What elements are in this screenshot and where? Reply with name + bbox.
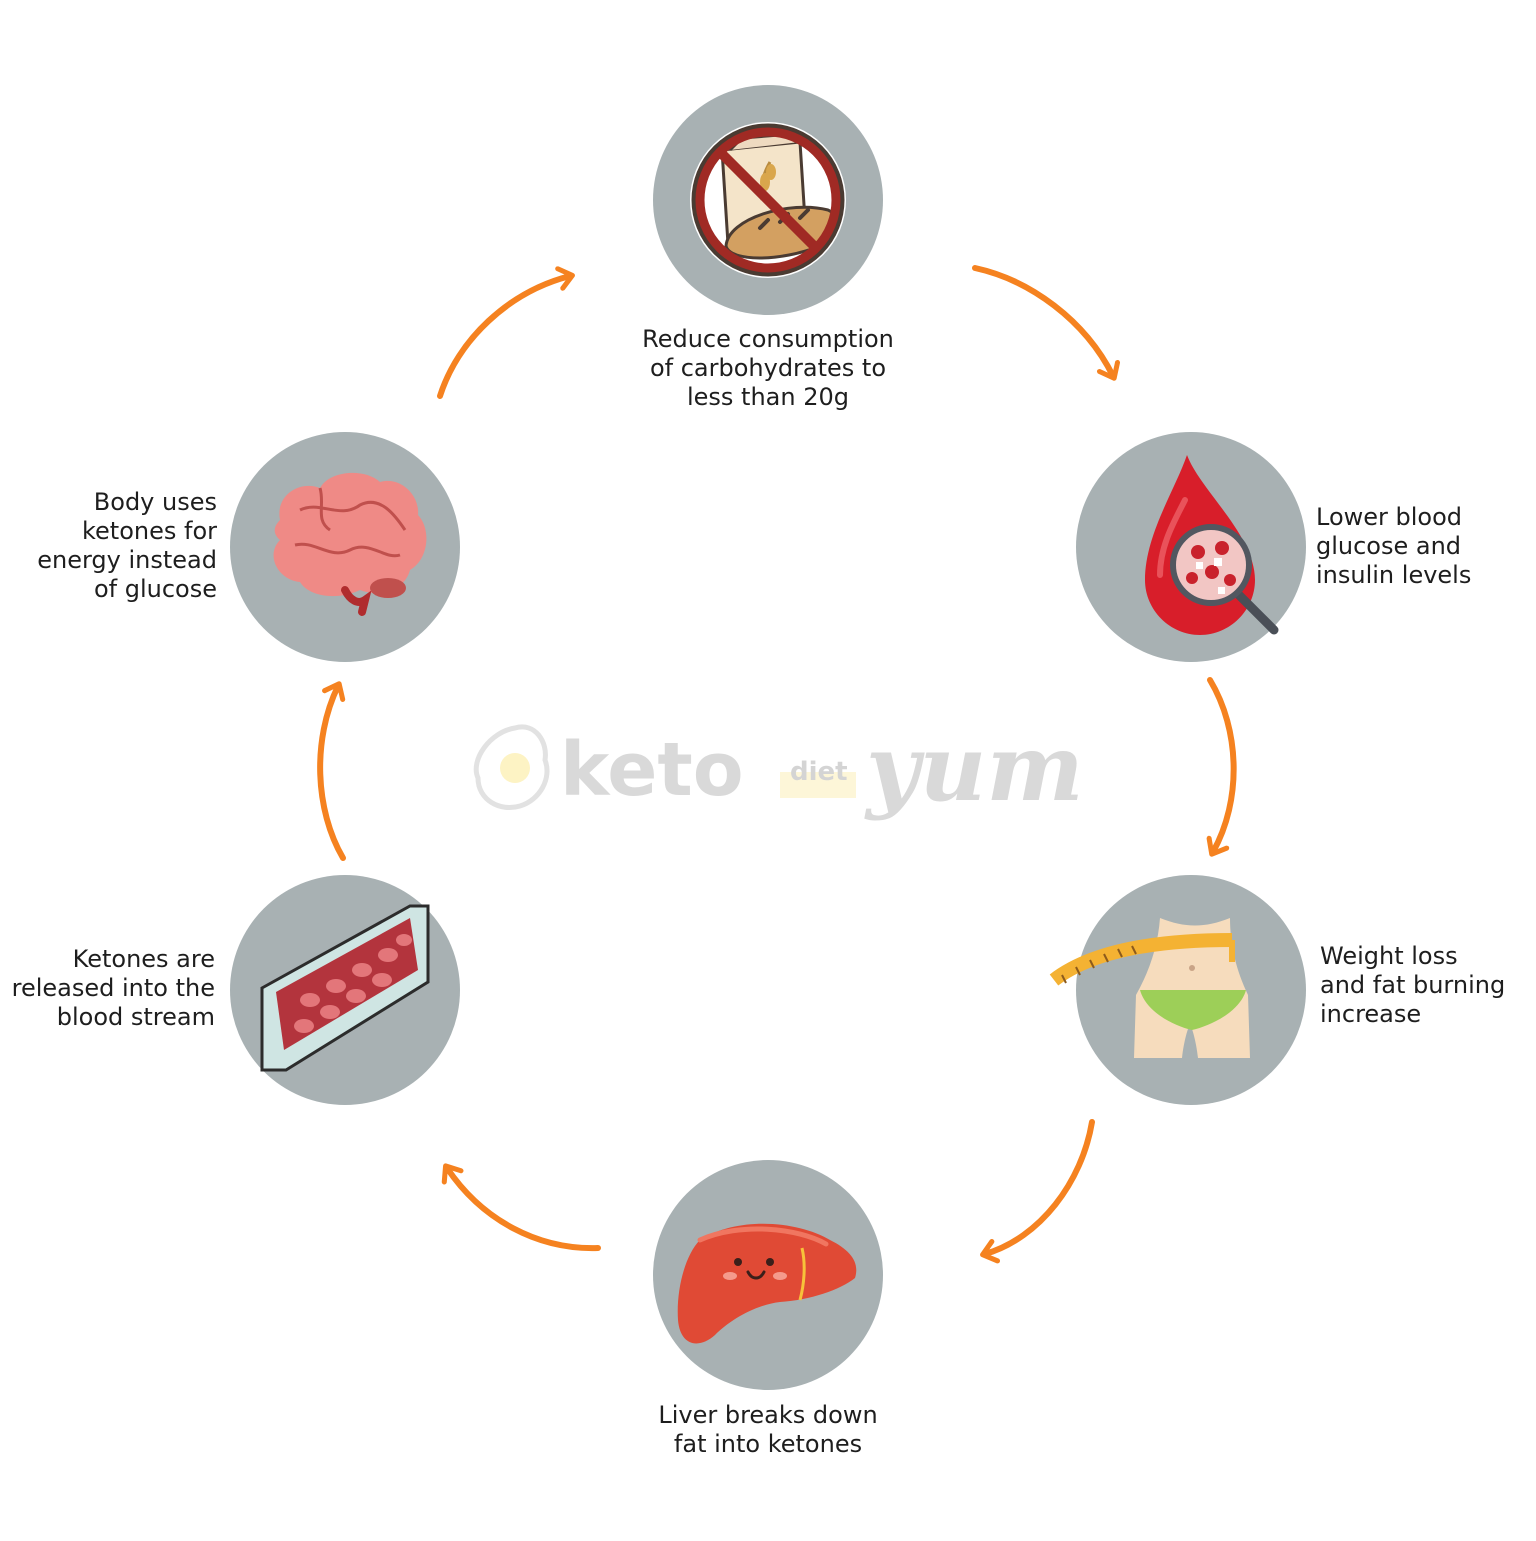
blood-drop-icon [1145,455,1279,635]
step-2-line-2: glucose and [1316,532,1462,560]
step-6-line-2: ketones for [81,517,217,545]
step-1-line-3: less than 20g [686,383,849,411]
step-5-line-1: Ketones are [72,945,215,973]
step-2-label: Lower blood glucose and insulin levels [1316,503,1471,590]
step-3-line-1: Weight loss [1320,942,1458,970]
step-circles [230,85,1306,1390]
liver-icon [677,1223,857,1344]
cycle-arrows [317,265,1237,1264]
step-1-line-1: Reduce consumption [642,325,894,353]
step-2-line-1: Lower blood [1316,503,1463,531]
step-3-label: Weight loss and fat burning increase [1320,942,1505,1029]
waist-measure-icon [1049,918,1250,1058]
step-5-label: Ketones are released into the blood stre… [12,945,215,1032]
watermark-keto: keto [560,727,744,813]
blood-vessel-icon [260,904,430,1072]
no-carbs-icon [690,122,846,278]
watermark-diet-highlight [780,772,856,798]
arrow-4-to-5 [441,1163,601,1252]
brain-icon [273,472,427,616]
step-3-line-3: increase [1320,1000,1422,1028]
watermark-diet: diet [790,757,848,787]
arrow-3-to-4 [980,1119,1095,1264]
step-5-line-2: released into the [11,974,215,1002]
egg-icon [473,724,550,810]
step-4-line-2: fat into ketones [673,1430,863,1458]
step-6-line-3: energy instead [37,546,217,574]
watermark-yum: yum [864,714,1084,822]
watermark-logo: keto diet yum [473,714,1084,822]
step-4-label: Liver breaks down fat into ketones [568,1401,968,1459]
step-6-label: Body uses ketones for energy instead of … [37,488,217,604]
step-1-line-2: of carbohydrates to [649,354,887,382]
step-2-line-3: insulin levels [1316,561,1472,589]
step-1-label: Reduce consumption of carbohydrates to l… [568,325,968,412]
arrow-6-to-1 [437,266,575,399]
yolk-icon [500,753,530,783]
arrow-2-to-3 [1206,677,1237,857]
step-6-line-1: Body uses [93,488,217,516]
step-6-line-4: of glucose [93,575,217,603]
step-4-line-1: Liver breaks down [658,1401,878,1429]
step-3-line-2: and fat burning [1320,971,1506,999]
step-5-line-3: blood stream [56,1003,215,1031]
arrow-1-to-2 [972,265,1121,381]
arrow-5-to-6 [317,681,346,861]
